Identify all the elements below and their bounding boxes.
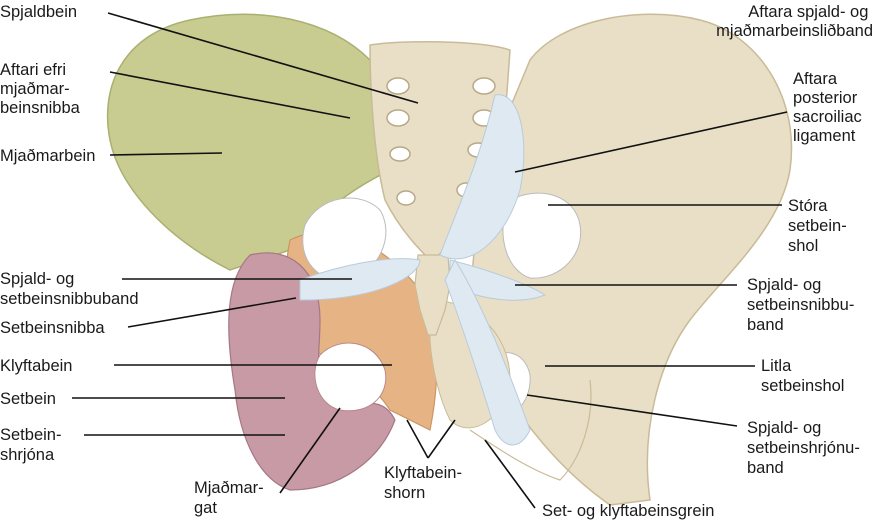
coccyx bbox=[414, 254, 451, 336]
left-ischium bbox=[228, 252, 396, 491]
leader-lines bbox=[72, 12, 788, 509]
label-sacrospinous-left: Spjald- og setbeinsnibbuband bbox=[0, 270, 139, 308]
label-sacroiliac-ligament-top: Aftara spjald- og mjaðmarbeinsliðband bbox=[716, 3, 873, 40]
label-pubis: Klyftabein bbox=[0, 357, 72, 375]
label-ischial-tuberosity: Setbein- shrjóna bbox=[0, 426, 66, 464]
label-ischial-spine: Setbeinsnibba bbox=[0, 319, 105, 337]
label-obturator: Mjaðmar- gat bbox=[194, 479, 268, 517]
label-sacrum: Spjaldbein bbox=[0, 3, 77, 21]
labels: Spjaldbein Aftari efri mjaðmar- beinsnib… bbox=[0, 3, 873, 520]
label-ischiopubic-ramus: Set- og klyftabeinsgrein bbox=[542, 502, 714, 520]
label-posterior-sacroiliac: Aftara posterior sacroiliac ligament bbox=[793, 70, 866, 145]
label-sacrospinous-right: Spjald- og setbeinsnibbu- band bbox=[747, 276, 859, 334]
label-pubic-arch: Klyftabein- shorn bbox=[384, 464, 467, 502]
label-ischium: Setbein bbox=[0, 390, 56, 408]
label-sacrotuberous: Spjald- og setbeinshrjónu- band bbox=[747, 419, 864, 477]
left-obturator-foramen bbox=[314, 342, 387, 412]
ischiopubic-ramus-shape bbox=[469, 379, 592, 481]
ligaments bbox=[299, 94, 547, 446]
label-lesser-sciatic: Litla setbeinshol bbox=[761, 357, 844, 395]
label-psis: Aftari efri mjaðmar- beinsnibba bbox=[0, 61, 81, 117]
right-greater-sciatic bbox=[502, 192, 582, 279]
label-ilium: Mjaðmarbein bbox=[0, 147, 95, 165]
label-greater-sciatic: Stóra setbein- shol bbox=[788, 197, 851, 255]
left-greater-sciatic bbox=[302, 197, 387, 282]
right-ilium bbox=[469, 13, 793, 506]
